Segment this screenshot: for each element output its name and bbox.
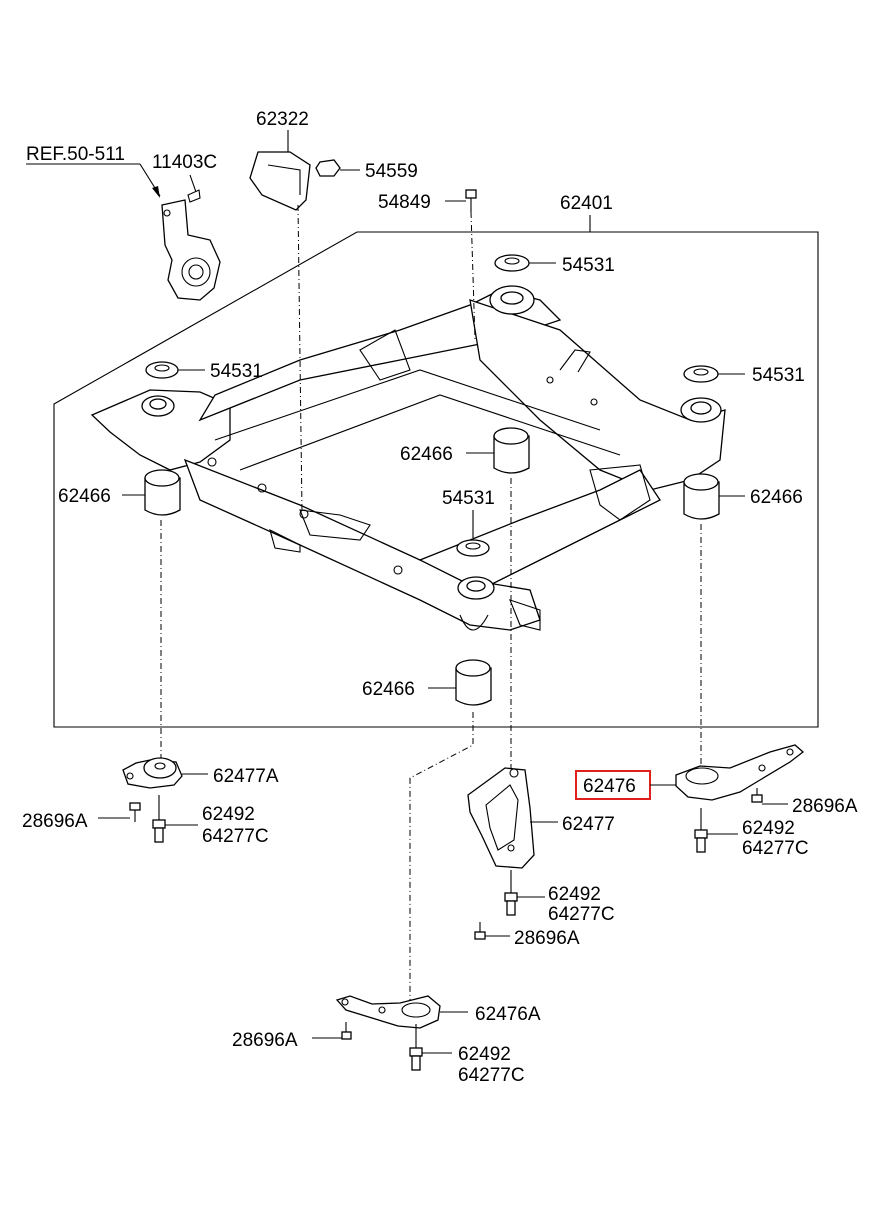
mount-62476-drawing (675, 744, 805, 801)
centerline-front (409, 712, 474, 1005)
mount-62477a-drawing (122, 757, 183, 789)
label-62477a[interactable]: 62477A (213, 766, 279, 787)
centerline-54849 (470, 211, 476, 341)
centerline-62322 (297, 204, 303, 513)
washer-54531-top (494, 254, 530, 272)
ref-label[interactable]: REF.50-511 (26, 144, 125, 165)
label-54531-right[interactable]: 54531 (752, 365, 805, 386)
label-64277c-left[interactable]: 64277C (202, 826, 269, 847)
washer-54531-left (145, 361, 179, 379)
label-62466-front[interactable]: 62466 (362, 679, 415, 700)
bushing-62466-left (144, 469, 181, 516)
bolt-28696a-left-icon (129, 802, 141, 822)
knuckle-drawing (161, 189, 221, 301)
label-54849[interactable]: 54849 (378, 192, 431, 213)
label-28696a-right[interactable]: 28696A (792, 796, 858, 817)
label-62466-right[interactable]: 62466 (750, 487, 803, 508)
label-62492-right[interactable]: 62492 (742, 818, 795, 839)
bolt-28696a-right-icon (751, 788, 763, 803)
subframe-assembly-box (53, 231, 819, 728)
nut-54559-icon (315, 159, 341, 177)
label-62466-left[interactable]: 62466 (58, 486, 111, 507)
stud-62492-right-icon (694, 808, 708, 853)
label-28696a-center[interactable]: 28696A (514, 928, 580, 949)
label-28696a-bottom[interactable]: 28696A (232, 1030, 298, 1051)
label-64277c-right[interactable]: 64277C (742, 838, 809, 859)
label-62492-center[interactable]: 62492 (548, 884, 601, 905)
label-62492-left[interactable]: 62492 (202, 804, 255, 825)
subframe-drawing (90, 285, 726, 631)
bushing-62466-right (683, 473, 720, 520)
label-64277c-bottom[interactable]: 64277C (458, 1065, 525, 1086)
label-54531-left[interactable]: 54531 (210, 361, 263, 382)
washer-54531-right (683, 365, 719, 383)
stud-62492-bottom-icon (409, 1024, 423, 1071)
label-62466-center[interactable]: 62466 (400, 444, 453, 465)
label-62476a[interactable]: 62476A (475, 1004, 541, 1025)
label-62476[interactable]: 62476 (583, 776, 636, 797)
washer-54531-front (456, 539, 490, 557)
mount-62476a-drawing (335, 995, 441, 1029)
label-11403c[interactable]: 11403C (152, 152, 217, 173)
bolt-54849-icon (465, 189, 477, 199)
label-54531-top[interactable]: 54531 (562, 255, 615, 276)
bracket-62322-drawing (249, 151, 311, 211)
label-54531-front[interactable]: 54531 (442, 488, 495, 509)
label-62477[interactable]: 62477 (562, 814, 615, 835)
label-62492-bottom[interactable]: 62492 (458, 1044, 511, 1065)
bolt-28696a-bottom-icon (341, 1022, 352, 1040)
bolt-28696a-center-icon (474, 922, 486, 940)
leader-11403c (189, 174, 197, 193)
ref-arrowhead (152, 186, 160, 198)
label-62401[interactable]: 62401 (560, 193, 613, 214)
stud-62492-left-icon (152, 795, 166, 843)
label-62322[interactable]: 62322 (256, 109, 309, 130)
bushing-62466-center (493, 427, 530, 474)
label-28696a-left[interactable]: 28696A (22, 811, 88, 832)
stud-62492-center-icon (504, 870, 518, 916)
bracket-62477-drawing (467, 767, 535, 869)
bushing-62466-front (455, 659, 492, 706)
label-64277c-center[interactable]: 64277C (548, 904, 615, 925)
label-54559[interactable]: 54559 (365, 161, 418, 182)
